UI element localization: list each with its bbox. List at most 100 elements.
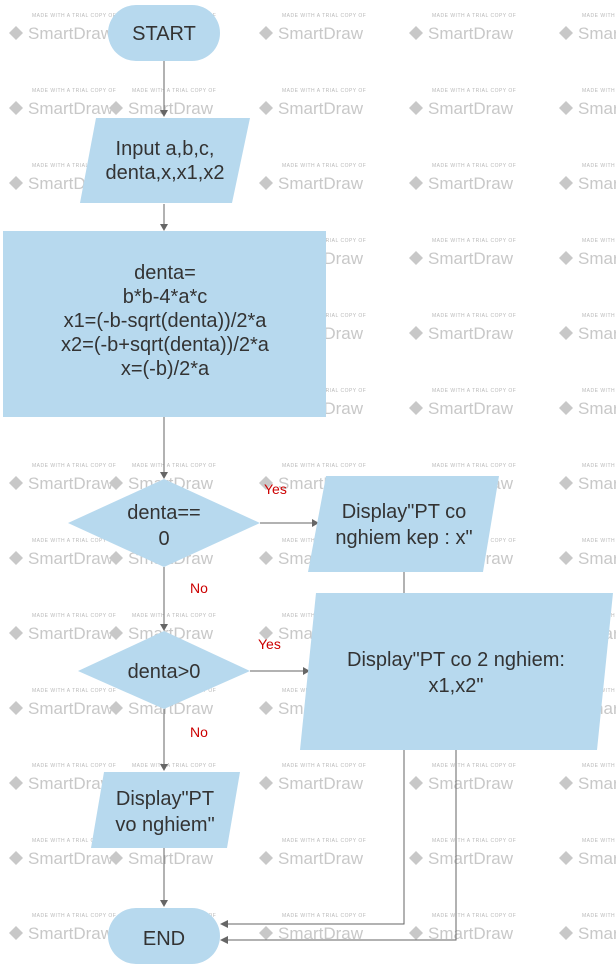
watermark-brand: SmartDraw [128,849,214,868]
watermark-brand: SmartDraw [28,474,114,493]
watermark-caption: MADE WITH A TRIAL COPY OF [432,88,516,94]
watermark-brand: SmartDraw [578,399,616,418]
watermark-brand: SmartDraw [28,774,114,793]
watermark-caption: MADE WITH A TRIAL COPY OF [432,388,516,394]
watermark-caption: MADE WITH A TRIAL COPY OF [432,238,516,244]
end-label: END [143,928,185,950]
watermark-caption: MADE WITH A TRIAL COPY OF [32,463,116,469]
watermark-caption: MADE WITH A TRIAL COPY OF [432,163,516,169]
node-text-line: denta,x,x1,x2 [106,162,225,184]
smartdraw-logo-icon [559,551,573,565]
watermark-caption: MADE WITH A TRIAL COPY OF [132,463,216,469]
arrowhead [312,519,319,527]
watermark-caption: MADE WITH A TRIAL COPY OF [32,13,116,19]
watermark-caption: MADE WITH A TRIAL COPY OF [582,13,616,19]
watermark-caption: MADE WITH A TRIAL COPY OF [282,163,366,169]
node-decision2: denta>0 [78,631,250,709]
watermark-brand: SmartDraw [428,249,514,268]
start-terminator [108,5,220,61]
smartdraw-logo-icon [259,476,273,490]
node-text-line: Display"PT co [342,501,467,523]
watermark-brand: SmartDraw [578,174,616,193]
watermark-caption: MADE WITH A TRIAL COPY OF [432,763,516,769]
watermark-caption: MADE WITH A TRIAL COPY OF [582,463,616,469]
smartdraw-logo-icon [559,251,573,265]
smartdraw-logo-icon [9,776,23,790]
watermark-caption: MADE WITH A TRIAL COPY OF [432,838,516,844]
watermark-caption: MADE WITH A TRIAL COPY OF [582,538,616,544]
node-text-line: denta>0 [128,661,201,683]
input-label: Input a,b,c,denta,x,x1,x2 [106,138,225,184]
node-text-line: denta== [127,502,200,524]
node-text-line: Display"PT co 2 nghiem: [347,649,565,671]
smartdraw-logo-icon [109,476,123,490]
watermark-brand: SmartDraw [278,24,364,43]
watermark-brand: SmartDraw [578,249,616,268]
smartdraw-logo-icon [109,101,123,115]
watermark-brand: SmartDraw [428,99,514,118]
smartdraw-logo-icon [559,326,573,340]
decision1-no-label: No [190,580,208,596]
watermark-caption: MADE WITH A TRIAL COPY OF [32,913,116,919]
watermark-brand: SmartDraw [278,774,364,793]
decision1-yes-label: Yes [264,481,287,497]
watermark-caption: MADE WITH A TRIAL COPY OF [282,913,366,919]
smartdraw-logo-icon [9,626,23,640]
watermark-caption: MADE WITH A TRIAL COPY OF [582,763,616,769]
arrowhead [160,900,168,907]
smartdraw-logo-icon [559,851,573,865]
smartdraw-logo-icon [409,326,423,340]
smartdraw-logo-icon [409,101,423,115]
smartdraw-logo-icon [259,551,273,565]
node-output-two-roots: Display"PT co 2 nghiem: x1,x2" [300,593,613,750]
watermark-brand: SmartDraw [278,849,364,868]
node-start: START [108,5,220,61]
output-two-roots-label: Display"PT co 2 nghiem: x1,x2" [347,649,565,697]
watermark-brand: SmartDraw [428,24,514,43]
arrowhead [220,920,228,928]
arrowhead [303,667,310,675]
watermark-brand: SmartDraw [278,99,364,118]
watermark-brand: SmartDraw [28,99,114,118]
smartdraw-logo-icon [559,101,573,115]
decision2-label: denta>0 [128,661,201,683]
watermark-brand: SmartDraw [28,849,114,868]
smartdraw-logo-icon [9,926,23,940]
smartdraw-logo-icon [9,476,23,490]
watermark-brand: SmartDraw [128,699,214,718]
smartdraw-logo-icon [409,251,423,265]
watermark-caption: MADE WITH A TRIAL COPY OF [32,613,116,619]
node-text-line: b*b-4*a*c [123,286,208,308]
smartdraw-logo-icon [9,26,23,40]
watermark-brand: SmartDraw [578,849,616,868]
smartdraw-logo-icon [559,926,573,940]
node-text-line: END [143,928,185,950]
watermark-brand: SmartDraw [278,174,364,193]
watermark-brand: SmartDraw [428,399,514,418]
watermark-caption: MADE WITH A TRIAL COPY OF [282,838,366,844]
smartdraw-logo-icon [559,26,573,40]
smartdraw-logo-icon [259,26,273,40]
smartdraw-logo-icon [409,401,423,415]
watermark-caption: MADE WITH A TRIAL COPY OF [282,763,366,769]
smartdraw-logo-icon [559,776,573,790]
node-text-line: START [132,23,196,45]
watermark-caption: MADE WITH A TRIAL COPY OF [582,238,616,244]
smartdraw-logo-icon [559,476,573,490]
watermark-brand: SmartDraw [578,474,616,493]
node-text-line: x1=(-b-sqrt(denta))/2*a [64,310,268,332]
watermark-caption: MADE WITH A TRIAL COPY OF [132,763,216,769]
watermark-caption: MADE WITH A TRIAL COPY OF [432,913,516,919]
watermark-brand: SmartDraw [28,699,114,718]
smartdraw-logo-icon [9,701,23,715]
smartdraw-logo-icon [9,101,23,115]
node-text-line: x1,x2" [429,675,484,697]
smartdraw-logo-icon [109,851,123,865]
smartdraw-logo-icon [9,551,23,565]
watermark-caption: MADE WITH A TRIAL COPY OF [32,838,116,844]
watermark-brand: SmartDraw [128,99,214,118]
watermark-brand: SmartDraw [428,849,514,868]
arrowhead [160,764,168,771]
